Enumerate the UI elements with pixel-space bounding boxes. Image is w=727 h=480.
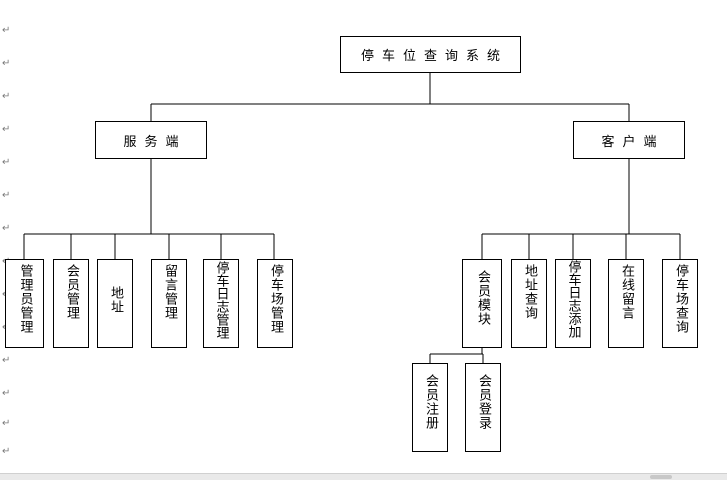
paragraph-mark: ↵	[2, 91, 11, 102]
client-child-label: 地址查询	[522, 264, 537, 320]
client-child-label: 停车场查询	[673, 264, 688, 334]
client-child-label: 会员模块	[475, 270, 490, 326]
server-label: 服务端	[123, 134, 187, 150]
server-child-node: 留言管理	[151, 259, 187, 348]
member-child-label: 会员登录	[476, 374, 491, 430]
scrollbar-thumb[interactable]	[650, 475, 672, 479]
client-child-node: 地址查询	[511, 259, 547, 348]
server-child-node: 停车日志管理	[203, 259, 239, 348]
member-child-node: 会员注册	[412, 363, 448, 452]
server-node: 服务端	[95, 121, 207, 159]
member-child-label: 会员注册	[423, 374, 438, 430]
client-child-node: 停车场查询	[662, 259, 698, 348]
server-child-label: 留言管理	[162, 264, 177, 320]
paragraph-mark: ↵	[2, 58, 11, 69]
server-child-label: 停车日志管理	[213, 261, 229, 339]
member-module-node: 会员模块	[462, 259, 502, 348]
client-label: 客户端	[601, 134, 665, 150]
paragraph-mark: ↵	[2, 157, 11, 168]
server-child-node: 会员管理	[53, 259, 89, 348]
client-node: 客户端	[573, 121, 685, 159]
root-node: 停车位查询系统	[340, 36, 521, 73]
server-child-label: 停车场管理	[268, 264, 283, 334]
client-child-node: 在线留言	[608, 259, 644, 348]
root-label: 停车位查询系统	[360, 49, 508, 64]
paragraph-mark: ↵	[2, 124, 11, 135]
horizontal-scrollbar[interactable]	[0, 473, 727, 480]
paragraph-mark: ↵	[2, 223, 11, 234]
server-child-label: 地址	[108, 286, 123, 314]
paragraph-mark: ↵	[2, 355, 11, 366]
server-child-node: 地址	[97, 259, 133, 348]
server-child-node: 停车场管理	[257, 259, 293, 348]
client-child-node: 停车日志添加	[555, 259, 591, 348]
server-child-label: 管理员管理	[17, 264, 33, 334]
paragraph-mark: ↵	[2, 388, 11, 399]
client-child-label: 停车日志添加	[565, 260, 581, 338]
paragraph-mark: ↵	[2, 190, 11, 201]
server-child-node: 管理员管理	[5, 259, 44, 348]
paragraph-mark: ↵	[2, 418, 11, 429]
client-child-label: 在线留言	[619, 264, 634, 320]
member-child-node: 会员登录	[465, 363, 501, 452]
server-child-label: 会员管理	[64, 264, 79, 320]
paragraph-mark: ↵	[2, 25, 11, 36]
paragraph-mark: ↵	[2, 446, 11, 457]
